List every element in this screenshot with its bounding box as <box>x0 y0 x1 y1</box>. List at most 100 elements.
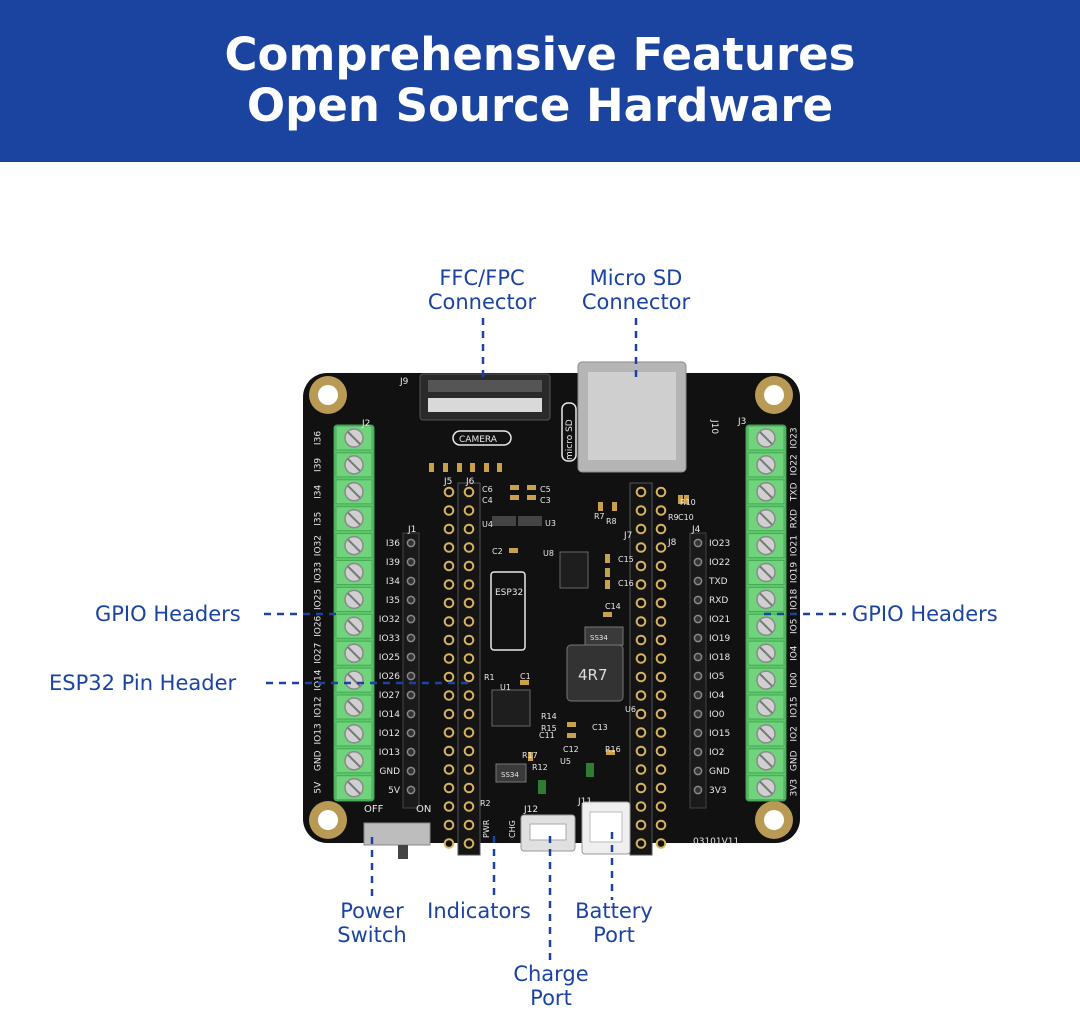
silk-chg: CHG <box>508 820 517 838</box>
mounting-holes <box>309 376 793 839</box>
silk-res-ref: R10 <box>680 498 696 507</box>
silk-j10: J10 <box>709 419 719 434</box>
silk-res-ref: R2 <box>480 799 491 808</box>
callout-gpio-headers-left: GPIO Headers <box>95 602 241 626</box>
silk-j2: J2 <box>361 419 370 429</box>
silk-left-header-label: IO27 <box>379 691 400 701</box>
diode-d3 <box>584 626 624 646</box>
callout-microsd-line2: Connector <box>581 290 691 314</box>
silk-chip-ref: U8 <box>543 549 554 558</box>
chip-u4 <box>492 516 516 526</box>
silk-microsd: micro SD <box>565 419 575 460</box>
callout-power-line1: Power <box>340 899 404 923</box>
silk-res-ref: R12 <box>532 763 548 772</box>
power-switch-knob <box>398 845 408 859</box>
silk-left-header-label: IO33 <box>379 634 400 644</box>
silk-cap-ref: C4 <box>482 496 493 505</box>
silk-cap-ref: C2 <box>492 547 503 556</box>
silk-j8: J8 <box>667 538 677 548</box>
ffc-fpc-connector-part <box>419 373 551 446</box>
callout-battery-port: Battery Port <box>552 899 676 947</box>
silk-res-ref: R14 <box>541 712 557 721</box>
silk-res-ref: R17 <box>522 751 538 760</box>
pin-holes <box>406 486 703 849</box>
esp32-outline <box>490 571 526 651</box>
silk-left-header-label: I39 <box>386 558 400 568</box>
callout-micro-sd-connector: Micro SD Connector <box>556 266 716 314</box>
callout-charge-line2: Port <box>530 986 572 1010</box>
silk-j11: J11 <box>577 797 592 807</box>
silk-j12: J12 <box>523 805 538 815</box>
led-2 <box>538 780 546 794</box>
silk-left-header-label: I35 <box>386 596 400 606</box>
silk-right-header-label: IO5 <box>709 672 724 682</box>
pcb-board <box>303 373 800 843</box>
silk-right-header-label: IO2 <box>709 748 724 758</box>
left-pin-header <box>402 532 420 809</box>
silk-cap-ref: C5 <box>540 485 551 494</box>
silk-chip-ref: U1 <box>500 683 511 692</box>
silk-left-terminal-label: I34 <box>314 484 324 498</box>
callout-ffc-fpc-connector: FFC/FPC Connector <box>402 266 562 314</box>
silk-j6: J6 <box>465 477 475 487</box>
silk-left-header-label: GND <box>379 767 400 777</box>
silk-left-header-label: 5V <box>388 786 401 796</box>
power-switch-part <box>363 822 431 846</box>
silk-diode: SS34 <box>590 634 608 642</box>
silk-j9: J9 <box>399 377 409 387</box>
silk-j4: J4 <box>691 525 701 535</box>
silk-right-header-label: IO19 <box>709 634 730 644</box>
silk-j5: J5 <box>443 477 452 487</box>
silk-right-terminal-label: RXD <box>790 509 800 528</box>
silk-j7: J7 <box>623 531 632 541</box>
silk-j3: J3 <box>737 417 746 427</box>
silk-right-header-label: IO4 <box>709 691 725 701</box>
silk-left-header-label: IO12 <box>379 729 400 739</box>
silk-right-terminal-label: TXD <box>790 482 800 502</box>
silk-pwr: PWR <box>482 819 491 838</box>
silk-left-header-label: IO25 <box>379 653 400 663</box>
callout-battery-line1: Battery <box>575 899 653 923</box>
silk-right-terminal-label: IO2 <box>790 726 800 741</box>
silk-j1: J1 <box>407 525 416 535</box>
silk-left-terminal-label: IO14 <box>314 669 324 690</box>
silk-cap-ref: C10 <box>678 513 694 522</box>
silk-pin-labels: I36I39I34I35IO32IO33IO25IO26IO27IO14IO12… <box>314 427 800 796</box>
silk-left-terminal-label: I35 <box>314 512 324 526</box>
silk-right-header-label: IO18 <box>709 653 730 663</box>
callout-charge-port: Charge Port <box>490 962 612 1010</box>
silk-res-ref: R8 <box>606 517 617 526</box>
silk-left-terminal-label: IO12 <box>314 696 324 717</box>
callout-ffc-line1: FFC/FPC <box>439 266 525 290</box>
silk-right-terminal-label: GND <box>790 750 800 771</box>
silk-right-header-label: IO15 <box>709 729 730 739</box>
callout-lines <box>264 318 846 963</box>
callout-battery-line2: Port <box>593 923 635 947</box>
callout-indicators: Indicators <box>427 899 531 923</box>
silk-cap-ref: C14 <box>605 602 621 611</box>
silk-right-terminal-label: IO4 <box>790 645 800 661</box>
silk-right-header-label: RXD <box>709 596 728 606</box>
silk-chip-ref: U5 <box>560 757 571 766</box>
silk-left-terminal-label: 5V <box>314 781 324 794</box>
silk-camera: CAMERA <box>459 435 498 445</box>
silk-left-header-label: IO26 <box>379 672 400 682</box>
silk-res-ref: R9 <box>668 513 679 522</box>
silk-cap-ref: C3 <box>540 496 551 505</box>
silk-chip-ref: U6 <box>625 705 636 714</box>
silk-cap-ref: C13 <box>592 723 608 732</box>
callout-power-line2: Switch <box>337 923 407 947</box>
silk-right-terminal-label: IO0 <box>790 672 800 688</box>
small-components <box>429 463 689 761</box>
header-banner: Comprehensive Features Open Source Hardw… <box>0 0 1080 162</box>
silk-right-header-label: 3V3 <box>709 786 727 796</box>
silk-right-header-label: IO23 <box>709 539 730 549</box>
silk-left-header-label: IO32 <box>379 615 400 625</box>
silk-left-terminal-label: I36 <box>314 431 324 445</box>
silk-left-terminal-label: I39 <box>314 458 324 472</box>
silk-left-terminal-label: IO32 <box>314 535 324 556</box>
chip-u3 <box>518 516 542 526</box>
diode-d4 <box>495 763 527 783</box>
